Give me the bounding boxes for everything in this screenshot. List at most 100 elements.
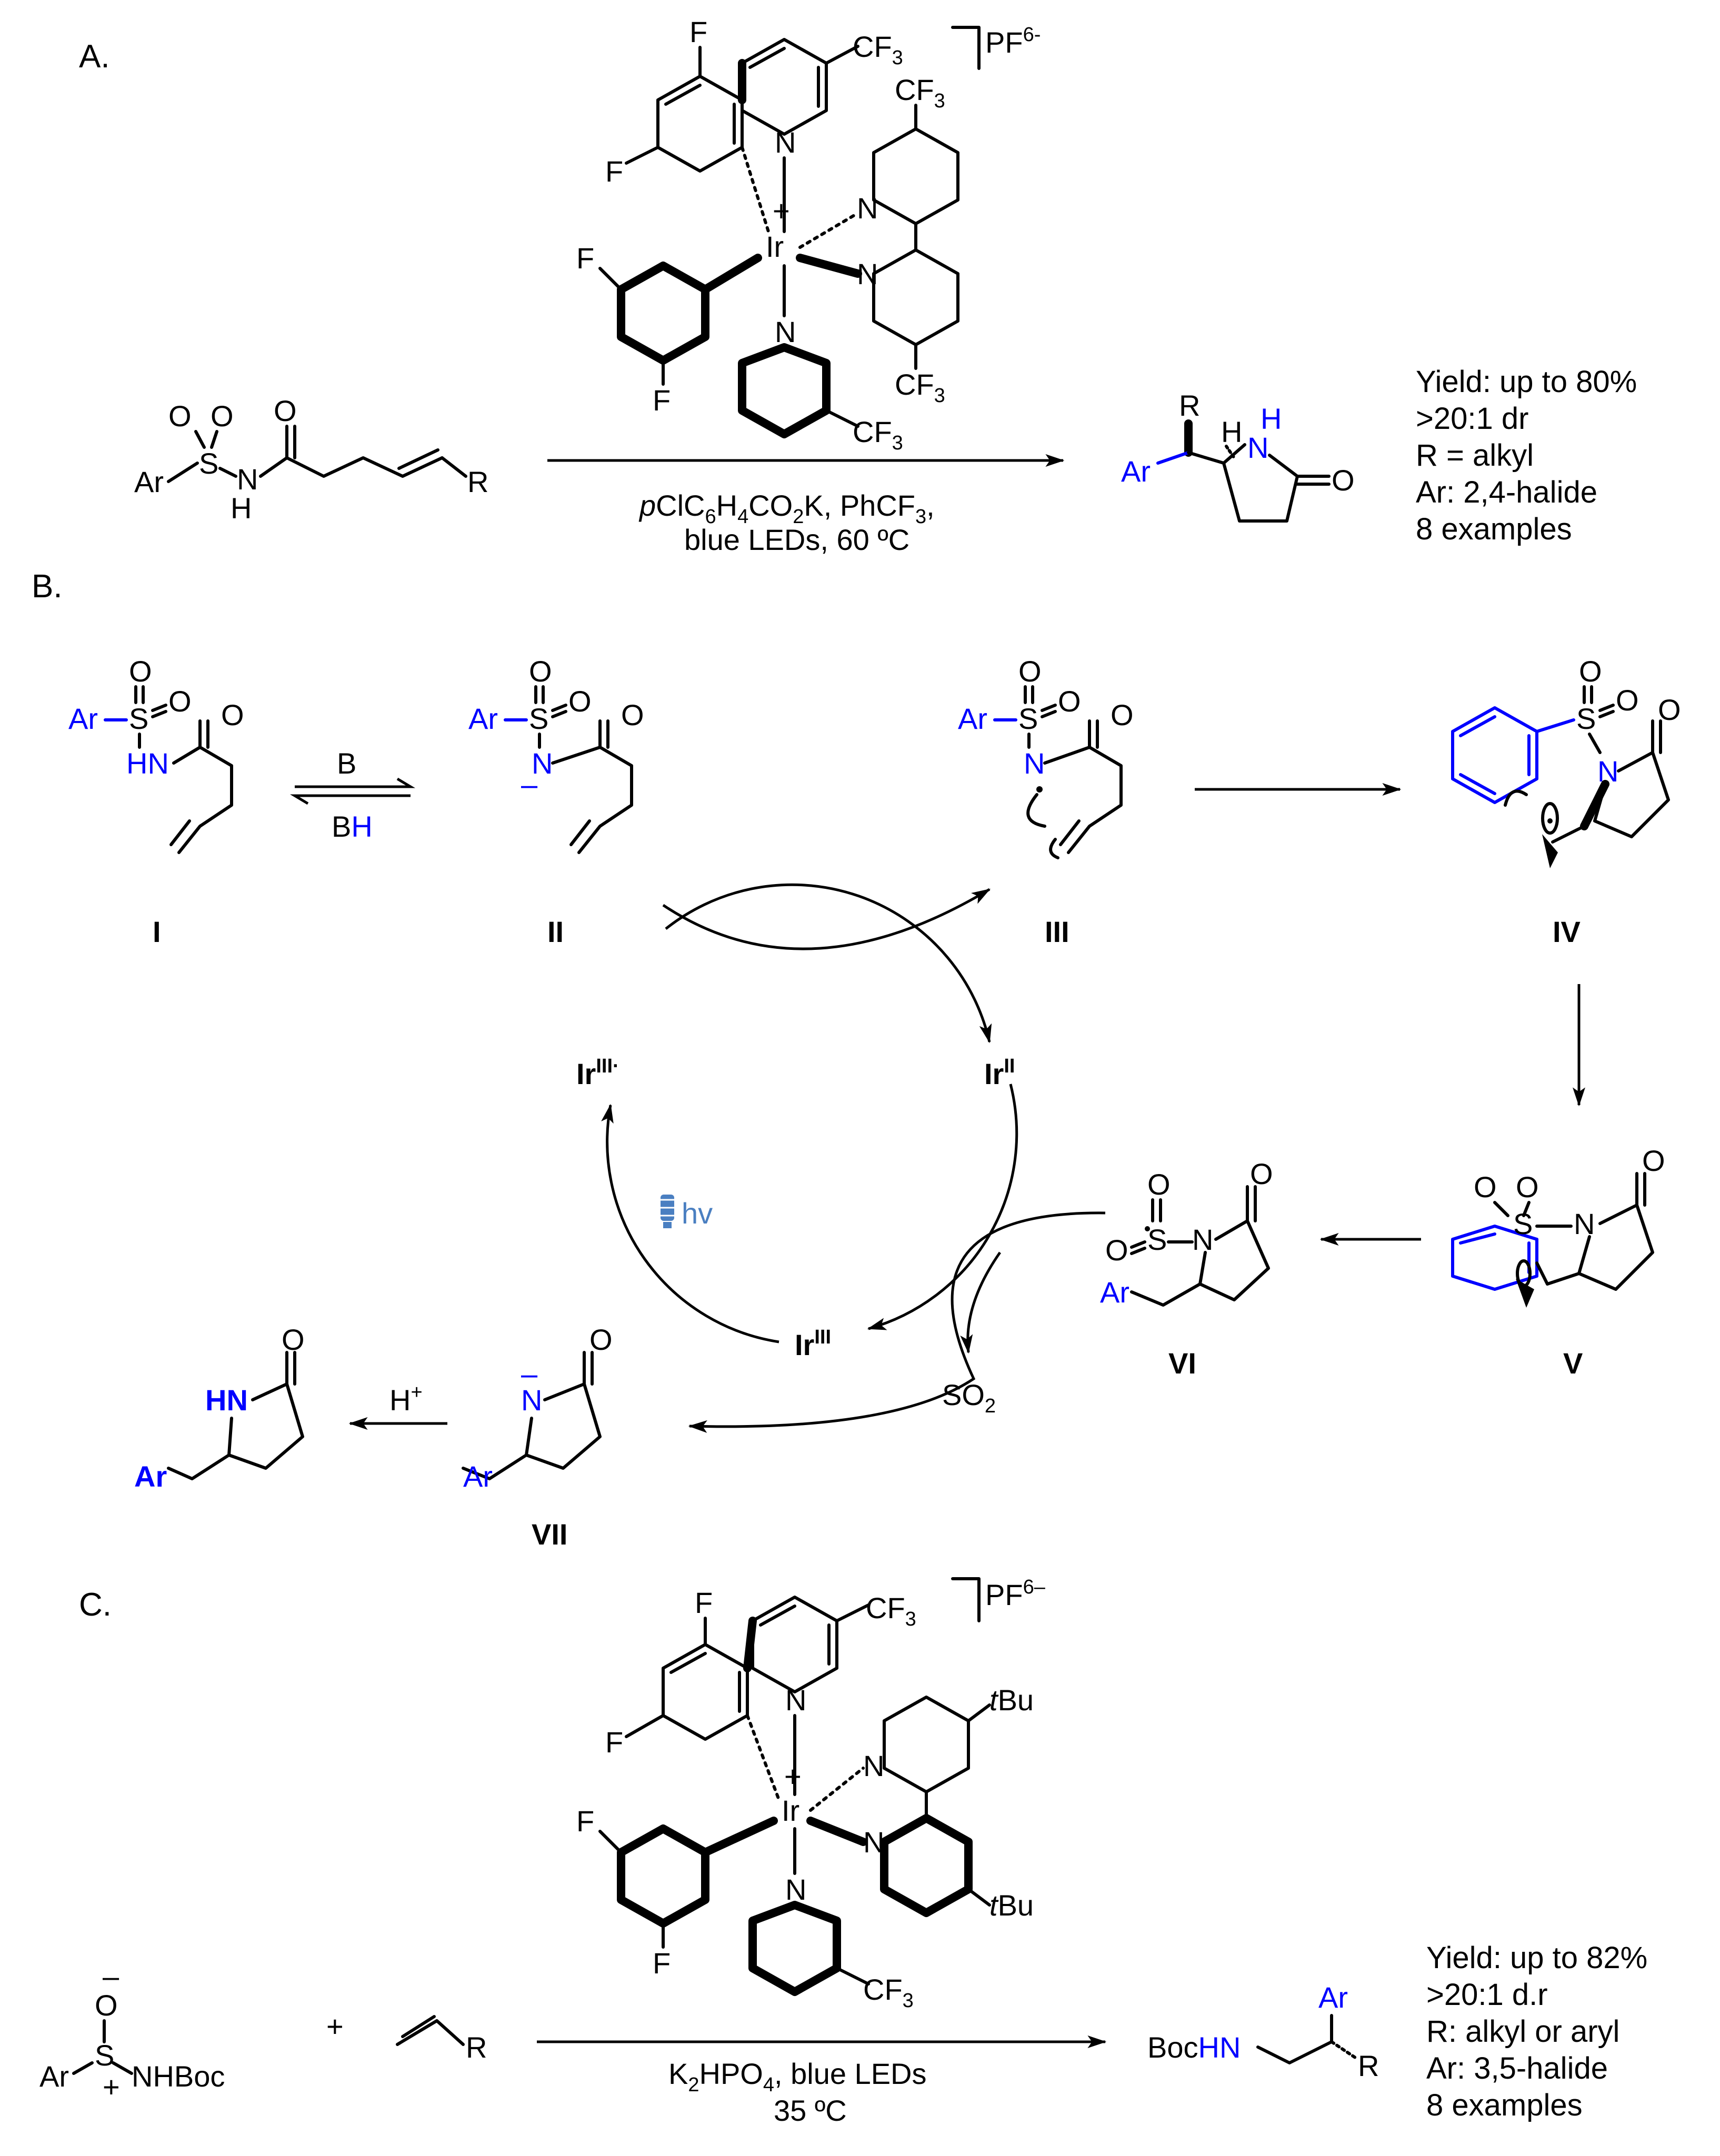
- fluorine-label: F: [605, 1726, 623, 1759]
- product-c: BocHN Ar R: [1147, 1981, 1379, 2082]
- svg-text:S: S: [95, 2039, 114, 2072]
- tbu-label: tBu: [989, 1683, 1034, 1717]
- cf3-label: CF3: [895, 73, 945, 112]
- summary-a: Yield: up to 80% >20:1 dr R = alkyl Ar: …: [1416, 365, 1637, 546]
- svg-text:Ar: Ar: [39, 2060, 69, 2093]
- compound-v: S O O N O V: [1451, 1144, 1665, 1380]
- boc-hn: BocHN: [1147, 2031, 1241, 2064]
- section-a: A. PF6- Ir + CF3 N F F: [79, 15, 1637, 556]
- product-a: R Ar H N H O: [1121, 389, 1355, 523]
- cf3-label: CF3: [866, 1591, 916, 1630]
- ir-catalytic-cycle: IrIII· IrII IrIII hv: [576, 883, 1018, 1361]
- svg-text:O: O: [529, 655, 552, 688]
- pyridine-n: N: [785, 1873, 806, 1906]
- svg-text:N: N: [1574, 1207, 1595, 1240]
- svg-text:NHBoc: NHBoc: [132, 2060, 225, 2093]
- svg-text:VI: VI: [1168, 1347, 1196, 1380]
- svg-text:O: O: [221, 698, 244, 731]
- final-product-b: HN O Ar: [134, 1323, 305, 1493]
- cf3-label: CF3: [853, 30, 903, 69]
- svg-text:III: III: [1045, 915, 1069, 948]
- cf3-label: CF3: [863, 1973, 914, 2012]
- svg-text:S: S: [529, 702, 548, 735]
- svg-text:O: O: [1018, 655, 1042, 688]
- pyridine-n: N: [775, 126, 796, 159]
- svg-text:Ar: Ar: [1100, 1276, 1129, 1309]
- fluorine-label: F: [689, 15, 707, 48]
- svg-text:>20:1 d.r: >20:1 d.r: [1426, 1978, 1548, 2012]
- svg-text:–: –: [521, 1357, 538, 1390]
- svg-text:Ar: Ar: [468, 702, 498, 735]
- svg-text:Ar: Ar: [463, 1460, 493, 1493]
- pyridine-n: N: [775, 315, 796, 348]
- fluorine-label: F: [653, 384, 671, 417]
- svg-text:R: R: [1179, 389, 1200, 422]
- so2-label: SO2: [942, 1378, 996, 1417]
- svg-text:Ar: Ar: [1318, 1981, 1348, 2014]
- iridium-center: Ir: [766, 230, 784, 263]
- substrate-a: Ar S O O N H O R: [134, 394, 488, 525]
- svg-text:VII: VII: [532, 1518, 567, 1551]
- svg-text:S: S: [1018, 702, 1038, 735]
- counterion-label: PF6-: [985, 24, 1041, 59]
- reagent-alkene: R: [396, 2015, 487, 2064]
- pyridine-n: N: [857, 192, 878, 225]
- section-b: B. Ar S O O HN O I B BH: [32, 568, 1681, 1551]
- svg-text:O: O: [129, 655, 152, 688]
- fluorine-label: F: [576, 242, 594, 275]
- svg-text:IV: IV: [1553, 915, 1581, 948]
- svg-text:I: I: [153, 915, 161, 948]
- cf3-label: CF3: [853, 415, 903, 454]
- conditions-c-line1: K2HPO4, blue LEDs: [668, 2057, 927, 2096]
- svg-text:O: O: [1616, 684, 1639, 717]
- ir3-radical-label: IrIII·: [576, 1055, 619, 1090]
- conditions-a-line2: blue LEDs, 60 ºC: [684, 523, 909, 556]
- svg-text:O: O: [1111, 698, 1134, 731]
- svg-text:8 examples: 8 examples: [1426, 2088, 1583, 2122]
- tbu-label: tBu: [989, 1889, 1034, 1922]
- svg-text:O: O: [1332, 464, 1355, 497]
- svg-text:S: S: [1576, 702, 1596, 735]
- svg-text:O: O: [95, 1989, 118, 2022]
- pyridine-n: N: [863, 1749, 884, 1782]
- ir2-label: IrII: [984, 1055, 1015, 1090]
- svg-text:S: S: [1147, 1223, 1167, 1256]
- svg-text:II: II: [547, 915, 564, 948]
- svg-text:S: S: [1513, 1207, 1533, 1240]
- svg-text:HN: HN: [126, 747, 169, 780]
- svg-text:N: N: [1024, 747, 1045, 780]
- equilibrium-arrows: B BH: [289, 747, 416, 843]
- summary-c: Yield: up to 82% >20:1 d.r R: alkyl or a…: [1426, 1941, 1647, 2122]
- svg-text:Ar: Ar: [134, 1460, 167, 1493]
- svg-text:N: N: [1247, 431, 1268, 464]
- svg-text:O: O: [274, 394, 297, 427]
- compound-i: Ar S O O HN O I: [68, 655, 244, 948]
- arrow-vi-to-vii: [688, 1211, 1106, 1433]
- svg-text:N: N: [1192, 1223, 1213, 1256]
- compound-vii: N – O Ar VII: [462, 1323, 613, 1551]
- ir3-label: IrIII: [795, 1326, 831, 1361]
- section-b-label: B.: [32, 568, 63, 605]
- svg-text:O: O: [589, 1323, 613, 1356]
- svg-text:Ar: 3,5-halide: Ar: 3,5-halide: [1426, 2051, 1608, 2085]
- pyridine-n: N: [785, 1683, 806, 1717]
- svg-text:H: H: [231, 492, 252, 525]
- svg-text:Ar: Ar: [958, 702, 987, 735]
- svg-text:–: –: [521, 768, 538, 801]
- equilibrium-bh: BH: [332, 810, 373, 843]
- arrow-ii-to-iii: [662, 888, 991, 950]
- svg-text:+: +: [103, 2070, 120, 2103]
- ir-charge: +: [784, 1760, 802, 1793]
- svg-text:O: O: [1642, 1144, 1665, 1177]
- section-a-label: A.: [79, 38, 110, 75]
- compound-vi: O S O N O Ar VI: [1100, 1157, 1273, 1380]
- section-c-label: C.: [79, 1587, 112, 1623]
- fluorine-label: F: [605, 155, 623, 188]
- svg-text:8 examples: 8 examples: [1416, 512, 1572, 546]
- svg-text:R: R: [466, 2031, 487, 2064]
- svg-text:O: O: [568, 685, 592, 718]
- svg-text:S: S: [199, 447, 218, 480]
- svg-text:O: O: [1105, 1234, 1128, 1267]
- svg-text:N: N: [237, 463, 258, 496]
